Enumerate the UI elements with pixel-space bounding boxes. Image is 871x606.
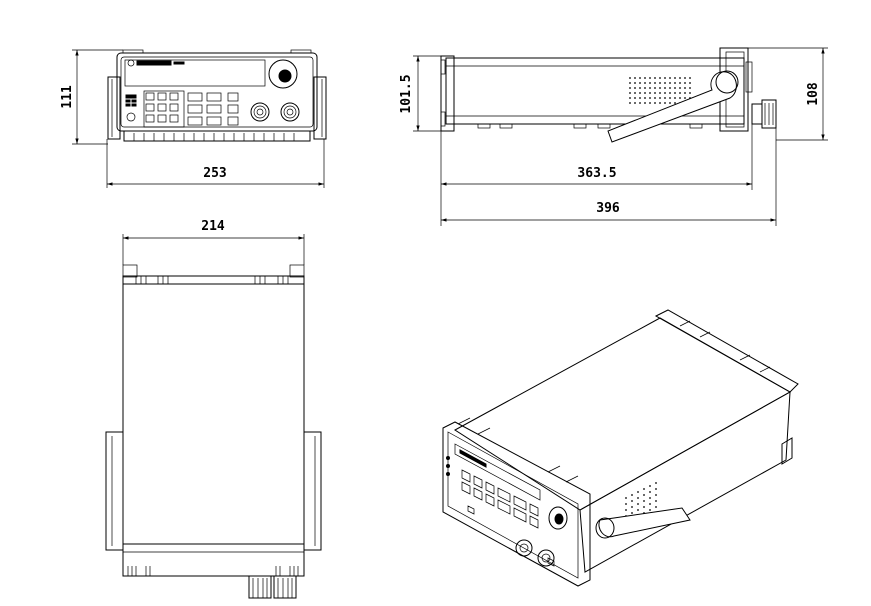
iso-carry-handle [595,507,691,539]
rear-connector [751,99,777,129]
side-total-height-label: 108 [806,82,821,106]
isometric-view [442,309,799,587]
power-button [126,112,136,122]
side-body-length-label: 363.5 [577,166,616,181]
top-width-label: 214 [201,219,225,234]
front-keypad [143,90,239,128]
front-view: 253 111 [60,49,327,188]
top-rear-vents [135,276,289,284]
top-view: 214 [105,219,322,599]
iso-front-terminals [515,539,555,567]
front-width-label: 253 [203,166,226,181]
brand-logo [127,59,185,67]
top-front-vents [127,566,299,576]
side-vent-grille [629,77,691,104]
side-total-height-dimension: 108 [748,47,828,141]
side-body-height-label: 101.5 [399,74,414,113]
front-width-dimension: 253 [106,139,325,188]
iso-front-keypad [461,469,539,529]
side-total-length-label: 396 [596,201,620,216]
side-total-length-dimension: 396 [441,128,777,226]
front-height-dimension: 111 [60,49,123,145]
side-body-height-dimension: 101.5 [399,55,441,132]
front-bottom-vents [133,133,295,141]
rotary-knob [268,59,298,89]
side-view: 101.5 108 363.5 396 [399,47,828,226]
side-carry-handle [607,70,739,143]
side-body-length-dimension: 363.5 [440,124,753,226]
front-terminals [250,102,300,122]
front-height-label: 111 [60,85,75,109]
top-terminals [248,575,297,599]
top-width-dimension: 214 [122,219,305,265]
iso-rotary-knob [548,506,568,530]
